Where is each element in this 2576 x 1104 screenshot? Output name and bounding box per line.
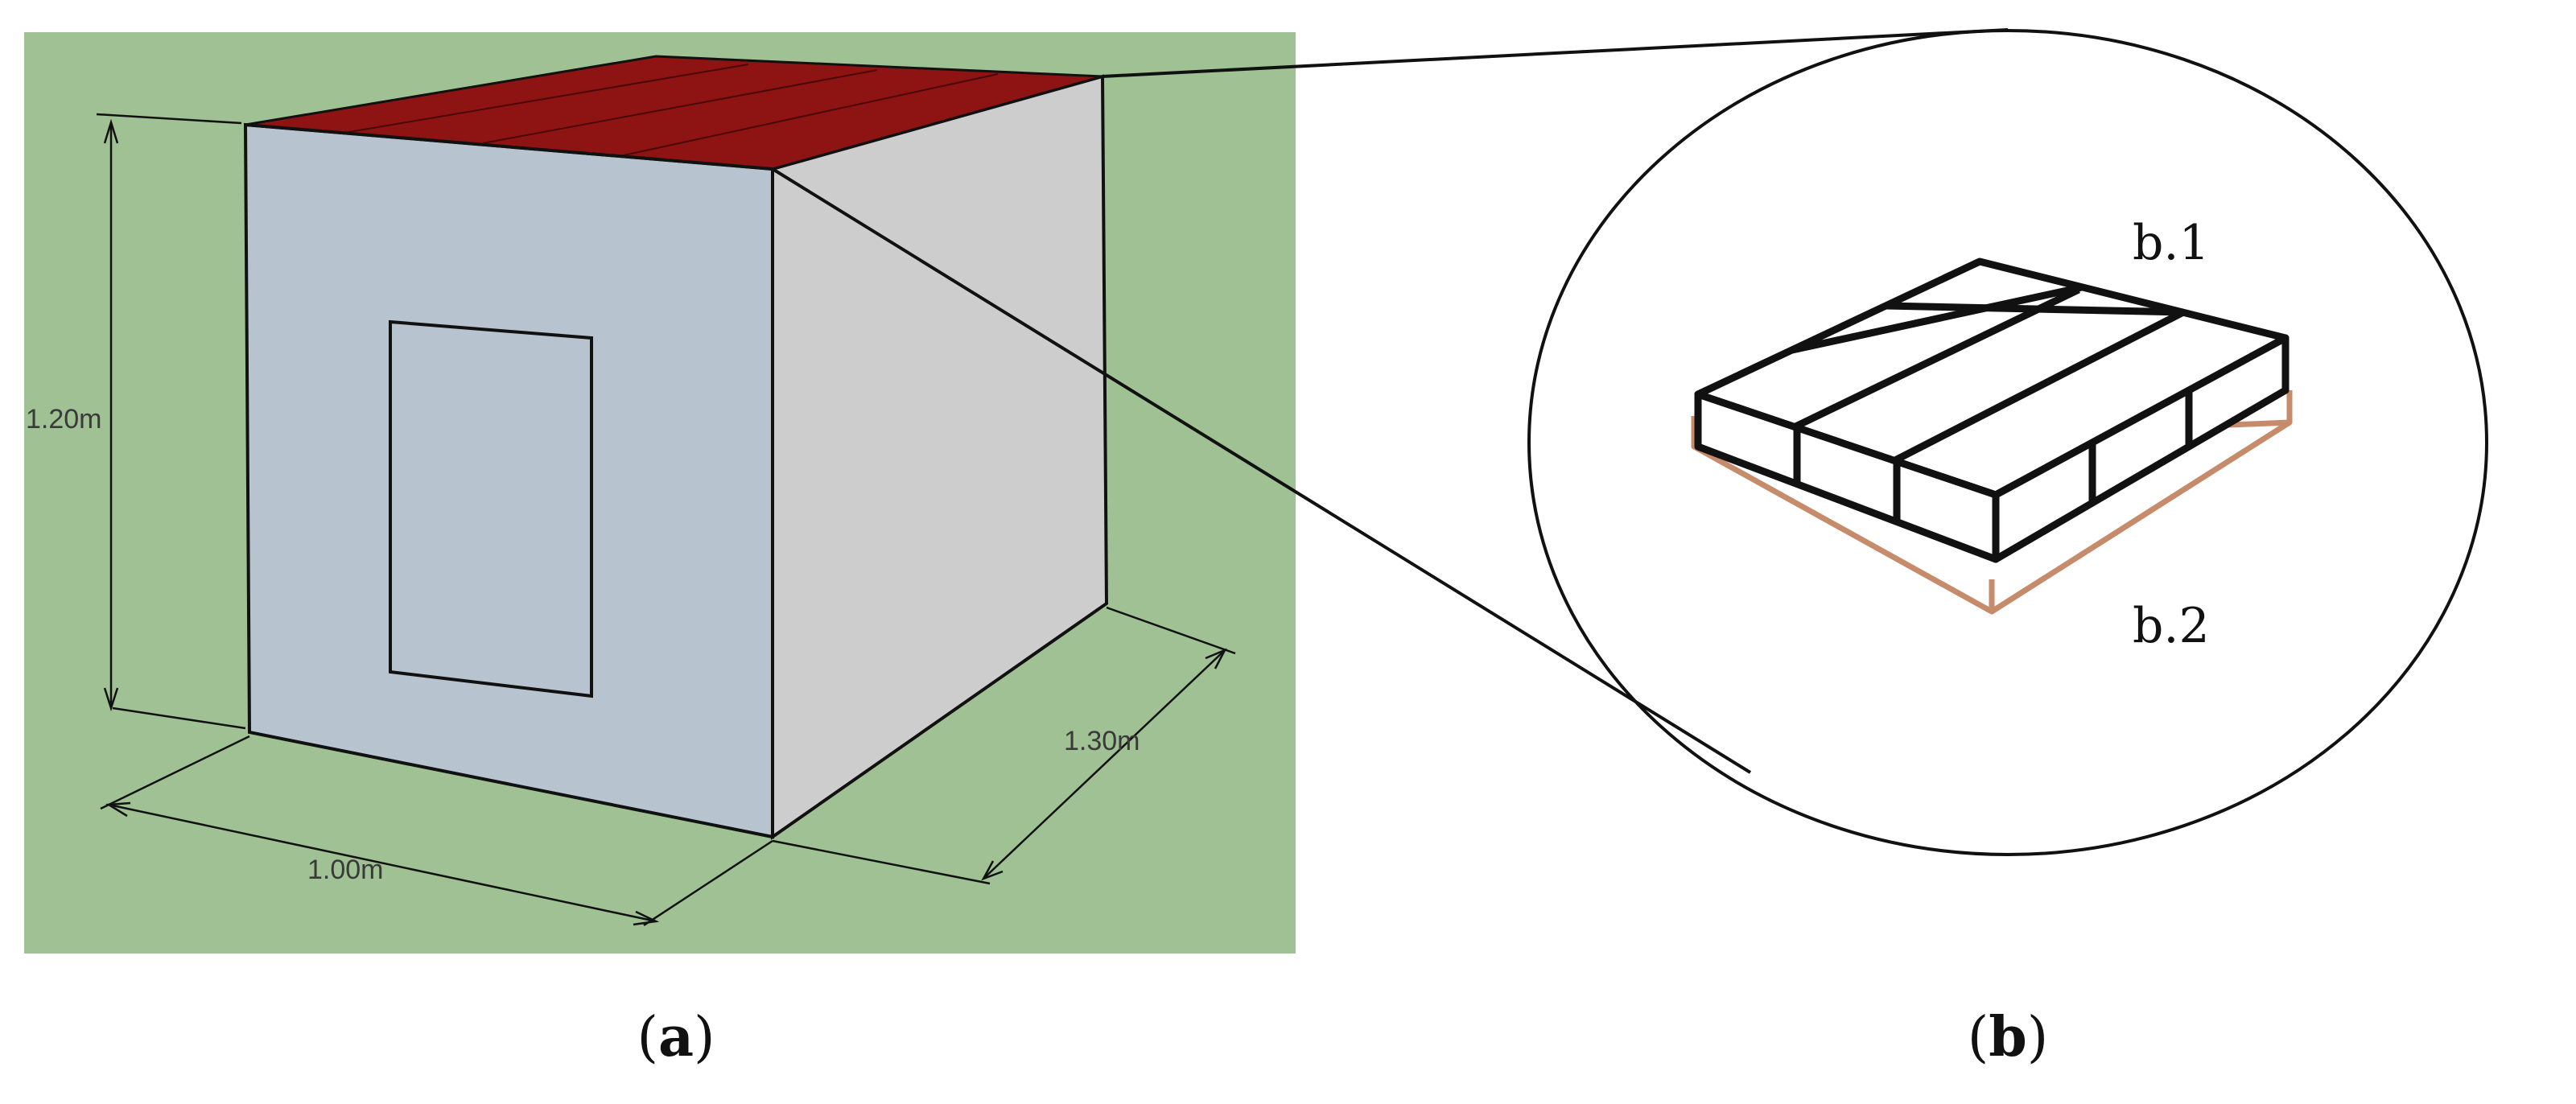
roof-seam-line (482, 69, 878, 144)
roof-front-edge (245, 123, 773, 171)
tile-grid-line (1791, 286, 2080, 432)
depth-dimension (772, 606, 1236, 885)
caption-a: (a) (637, 1005, 715, 1069)
tile-grid-line (1791, 283, 2083, 354)
roof-seam-line (623, 73, 999, 156)
roof-seam-line (344, 64, 749, 134)
height-dimension (96, 113, 246, 730)
zoom-connector-bottom (771, 167, 1752, 774)
tile-grid-line (1891, 308, 2186, 465)
zoom-ellipse (1527, 29, 2488, 856)
door-opening (389, 319, 593, 698)
layer-label-top: b.1 (2133, 215, 2210, 271)
zoom-connector-top (1102, 28, 2009, 78)
depth-dimension-label: 1.30m (1064, 726, 1140, 756)
width-dimension-label: 1.00m (307, 855, 384, 885)
width-dimension (100, 735, 773, 927)
layer-label-bottom: b.2 (2133, 598, 2210, 654)
slab-detail (1691, 257, 2293, 615)
height-dimension-label: 1.20m (26, 404, 102, 435)
caption-b: (b) (1968, 1005, 2049, 1069)
